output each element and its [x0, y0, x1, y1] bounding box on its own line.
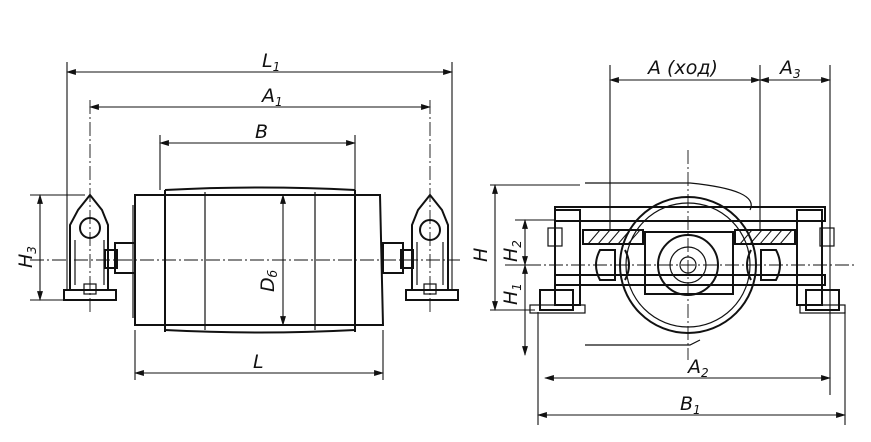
label-A-stroke: A (ход) [646, 57, 718, 79]
label-A1: A1 [260, 85, 283, 109]
drum-body [132, 186, 385, 334]
label-H2: H2 [500, 240, 524, 262]
left-shaft [104, 242, 136, 274]
label-B1: B1 [680, 393, 701, 417]
label-A3: A3 [778, 57, 801, 81]
label-D: Dб [257, 269, 280, 292]
guide-bars [582, 229, 796, 245]
belt-upper [585, 182, 752, 211]
label-H3: H3 [15, 246, 39, 268]
frame [529, 206, 846, 314]
side-view: A (ход) A3 H H2 H1 A2 B1 [470, 57, 855, 425]
right-shaft [382, 242, 414, 274]
label-B: B [255, 121, 268, 143]
belt-lower [585, 339, 701, 346]
label-H: H [470, 248, 492, 262]
label-L: L [253, 351, 264, 373]
right-bearing-housing [405, 193, 459, 301]
label-A2: A2 [686, 356, 709, 380]
label-L1: L1 [262, 50, 280, 74]
label-H1: H1 [500, 283, 524, 305]
front-view: L1 A1 B L Dб H3 [15, 50, 460, 380]
